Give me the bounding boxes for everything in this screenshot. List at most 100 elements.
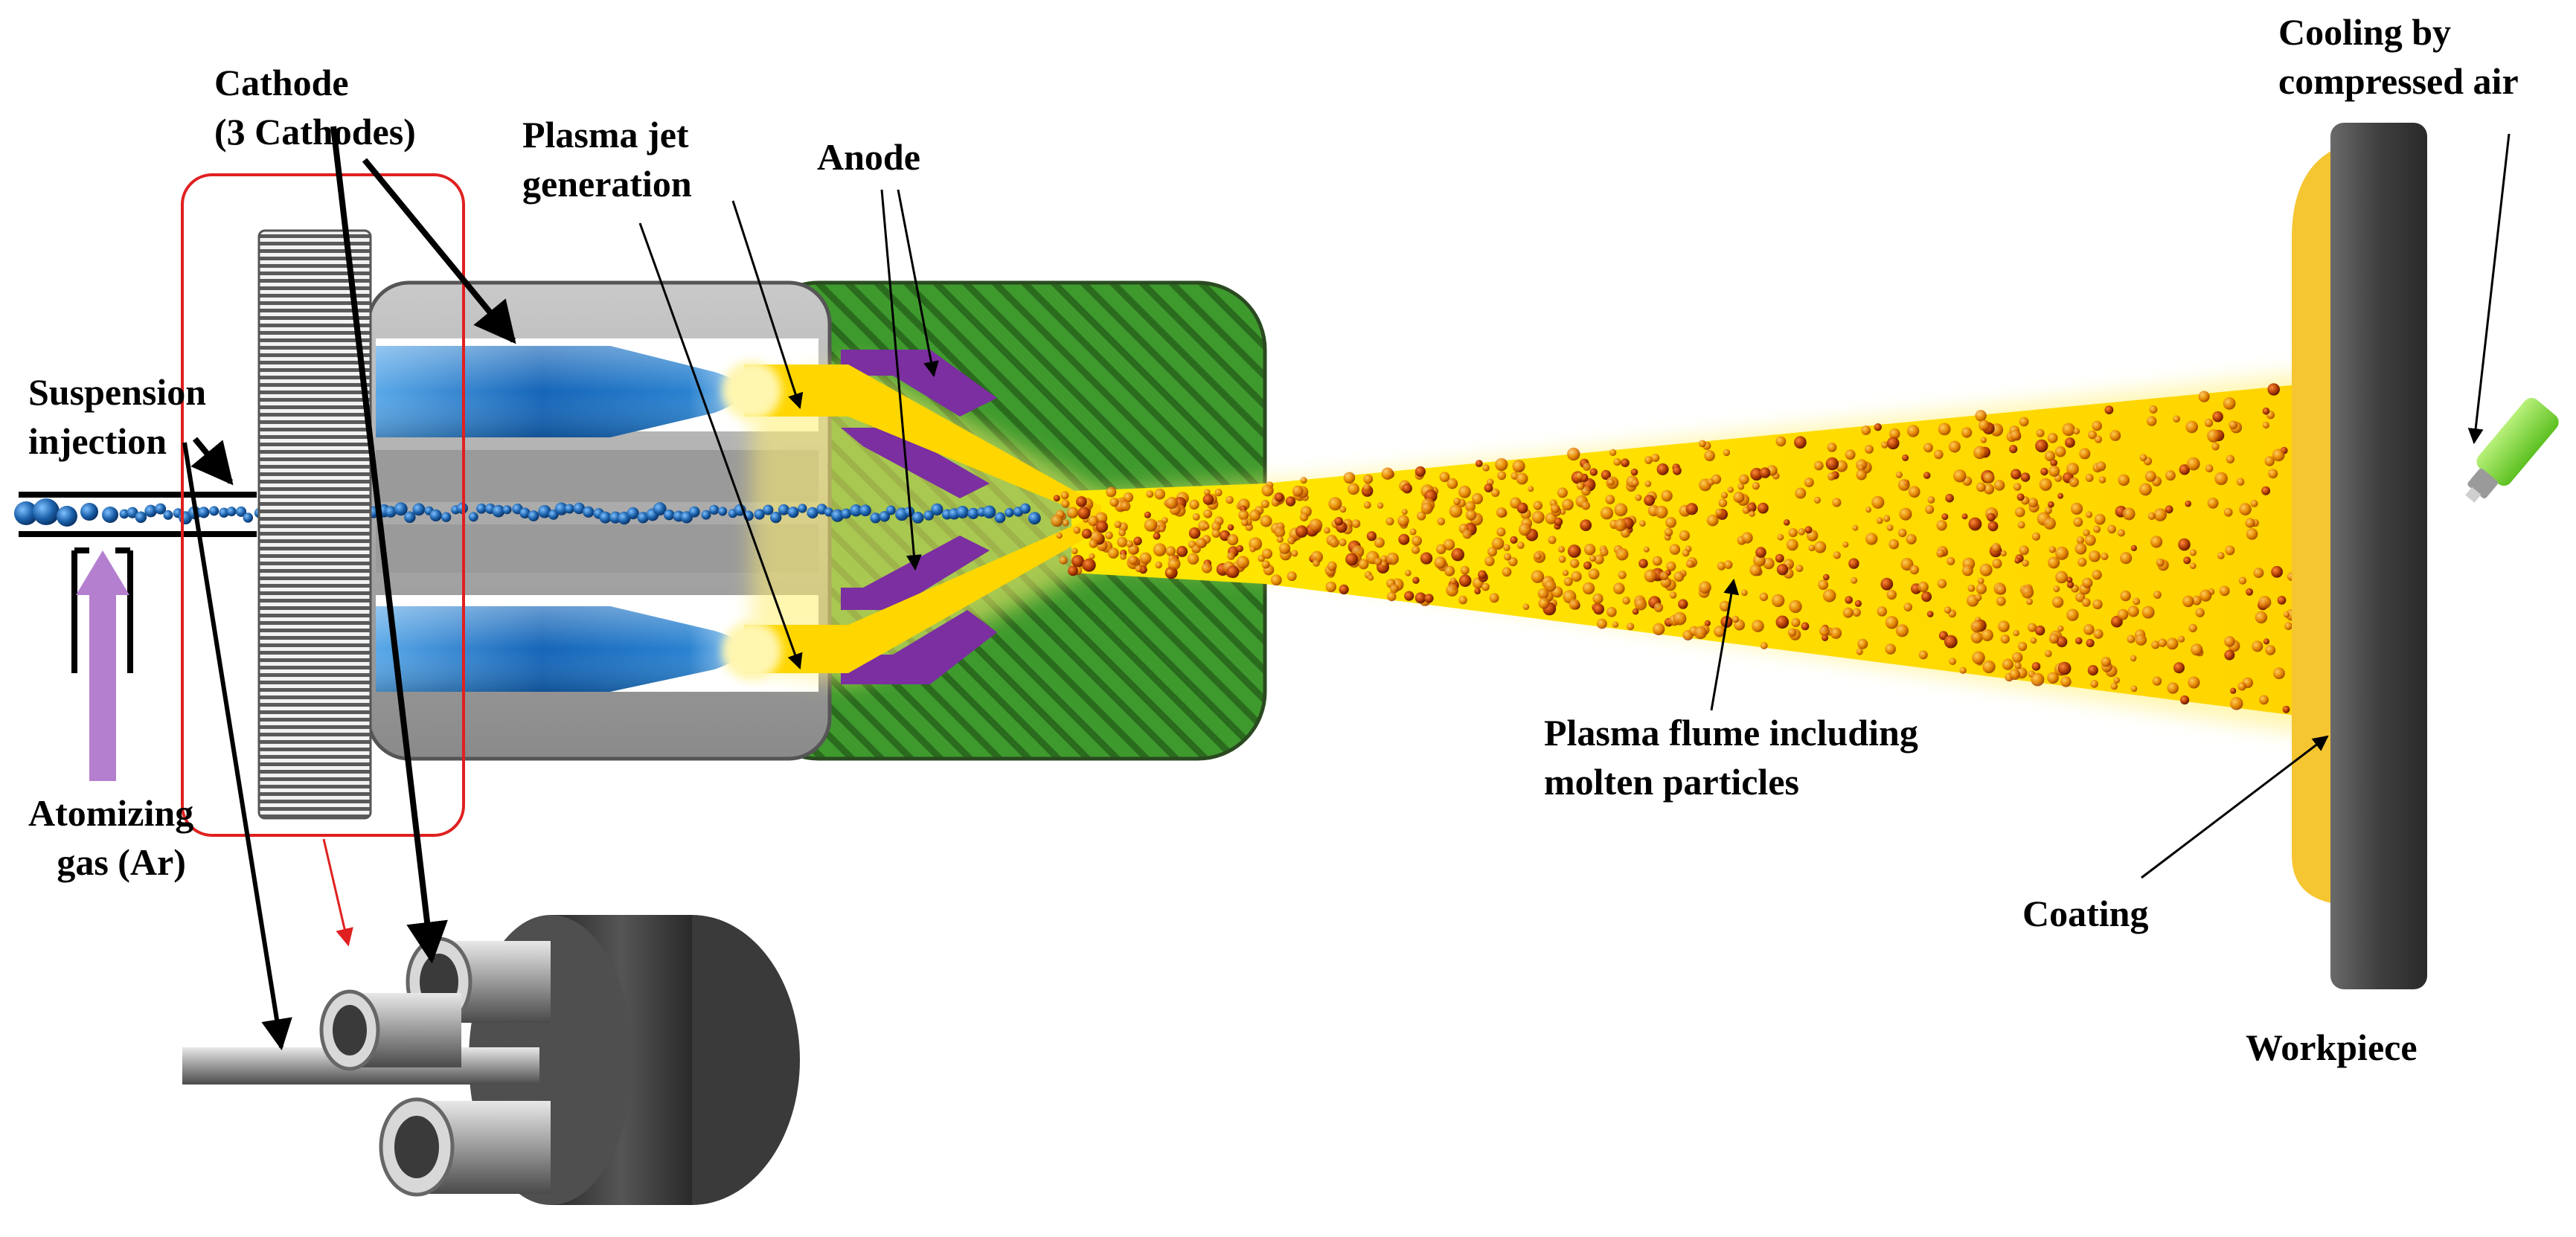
molten-particle [1404,591,1414,601]
molten-particle [1854,600,1862,608]
cathode-holder [257,229,372,820]
molten-particle [1857,464,1865,472]
suspension-droplet [688,506,700,518]
molten-particle [1405,570,1412,576]
suspension-droplet [637,512,649,524]
suspension-label-line2: injection [28,420,167,462]
molten-particle [1227,524,1234,531]
molten-particle [1600,507,1614,520]
molten-particle [1979,563,1993,576]
suspension-droplet [528,510,539,521]
molten-particle [1775,553,1784,563]
molten-particle [2226,454,2235,463]
molten-particle [2053,585,2060,593]
molten-particle [1842,607,1853,618]
molten-particle [2048,546,2056,553]
molten-particle [1343,472,1356,484]
molten-particle [1411,545,1420,554]
molten-particle [2057,492,2064,499]
molten-particle [2044,507,2052,515]
molten-particle [2191,643,2203,656]
molten-particle [2158,638,2167,647]
molten-particle [2109,430,2121,441]
molten-particle [2224,649,2235,661]
molten-particle [2141,605,2155,619]
molten-particle [1377,502,1384,509]
molten-particle [1724,560,1733,569]
suspension-droplet [769,511,782,524]
molten-particle [2092,420,2102,431]
molten-particle [1166,568,1173,576]
suspension-droplet [564,504,574,514]
molten-particle [1550,504,1560,513]
plasma-jet-label-line2: generation [522,163,692,205]
molten-particle [1897,528,1907,538]
molten-particle [1159,525,1165,533]
molten-particle [2092,599,2103,610]
molten-particle [1270,574,1282,586]
molten-particle [2082,577,2093,588]
molten-particle [1685,503,1698,515]
molten-particle [2031,662,2041,671]
molten-particle [1401,509,1408,515]
suspension-droplet [870,513,881,524]
molten-particle [1827,442,1837,452]
workpiece-label: Workpiece [2246,1023,2418,1072]
molten-particle [2282,705,2290,713]
molten-particle [1434,556,1446,569]
molten-particle [2223,507,2233,517]
molten-particle [2188,623,2197,633]
molten-particle [1723,449,1731,457]
molten-particle [1594,554,1604,565]
molten-particle [1639,520,1646,527]
molten-particle [1857,638,1868,649]
suspension-droplet [931,503,943,515]
molten-particle [1886,524,1894,531]
molten-particle [1925,504,1935,514]
molten-particle [2011,469,2022,480]
molten-particle [1686,559,1694,568]
molten-particle [1155,561,1162,569]
molten-particle [1818,579,1829,590]
molten-particle [1947,556,1955,565]
molten-particle [1368,574,1374,581]
molten-particle [1262,548,1272,559]
molten-particle [1895,471,1903,478]
molten-particle [1944,606,1952,614]
molten-particle [1808,544,1816,551]
molten-particle [1627,623,1635,631]
molten-particle [1211,529,1221,538]
molten-particle [2229,420,2237,429]
anode-label: Anode [817,132,920,181]
molten-particle [2094,435,2103,443]
molten-particle [2133,597,2141,605]
molten-particle [1953,469,1967,483]
molten-particle [2265,645,2276,655]
molten-particle [1944,634,1958,649]
suspension-droplet [492,504,505,518]
molten-particle [1987,521,1999,532]
molten-particle [2165,505,2173,514]
molten-particle [1583,463,1591,471]
molten-particle [2009,445,2018,454]
molten-particle [2138,483,2152,496]
molten-particle [2127,634,2136,643]
suspension-label-line1: Suspension [28,371,207,413]
molten-particle [1153,532,1161,540]
molten-particle [2044,450,2056,462]
molten-particle [1961,565,1973,576]
molten-particle [1937,579,1947,588]
molten-particle [2030,637,2037,644]
suspension-droplet [701,510,711,520]
suspension-droplet [583,506,595,518]
molten-particle [2088,430,2098,440]
molten-particle [1120,553,1127,560]
plasma-flume-label-line2: molten particles [1544,761,1799,803]
molten-particle [2189,549,2197,556]
molten-particle [2012,652,2023,663]
molten-particle [1973,446,1987,460]
atomizing-gas-label: Atomizing gas (Ar) [28,788,193,887]
molten-particle [2183,556,2191,565]
molten-particle [2066,576,2073,583]
molten-particle [2031,672,2045,687]
